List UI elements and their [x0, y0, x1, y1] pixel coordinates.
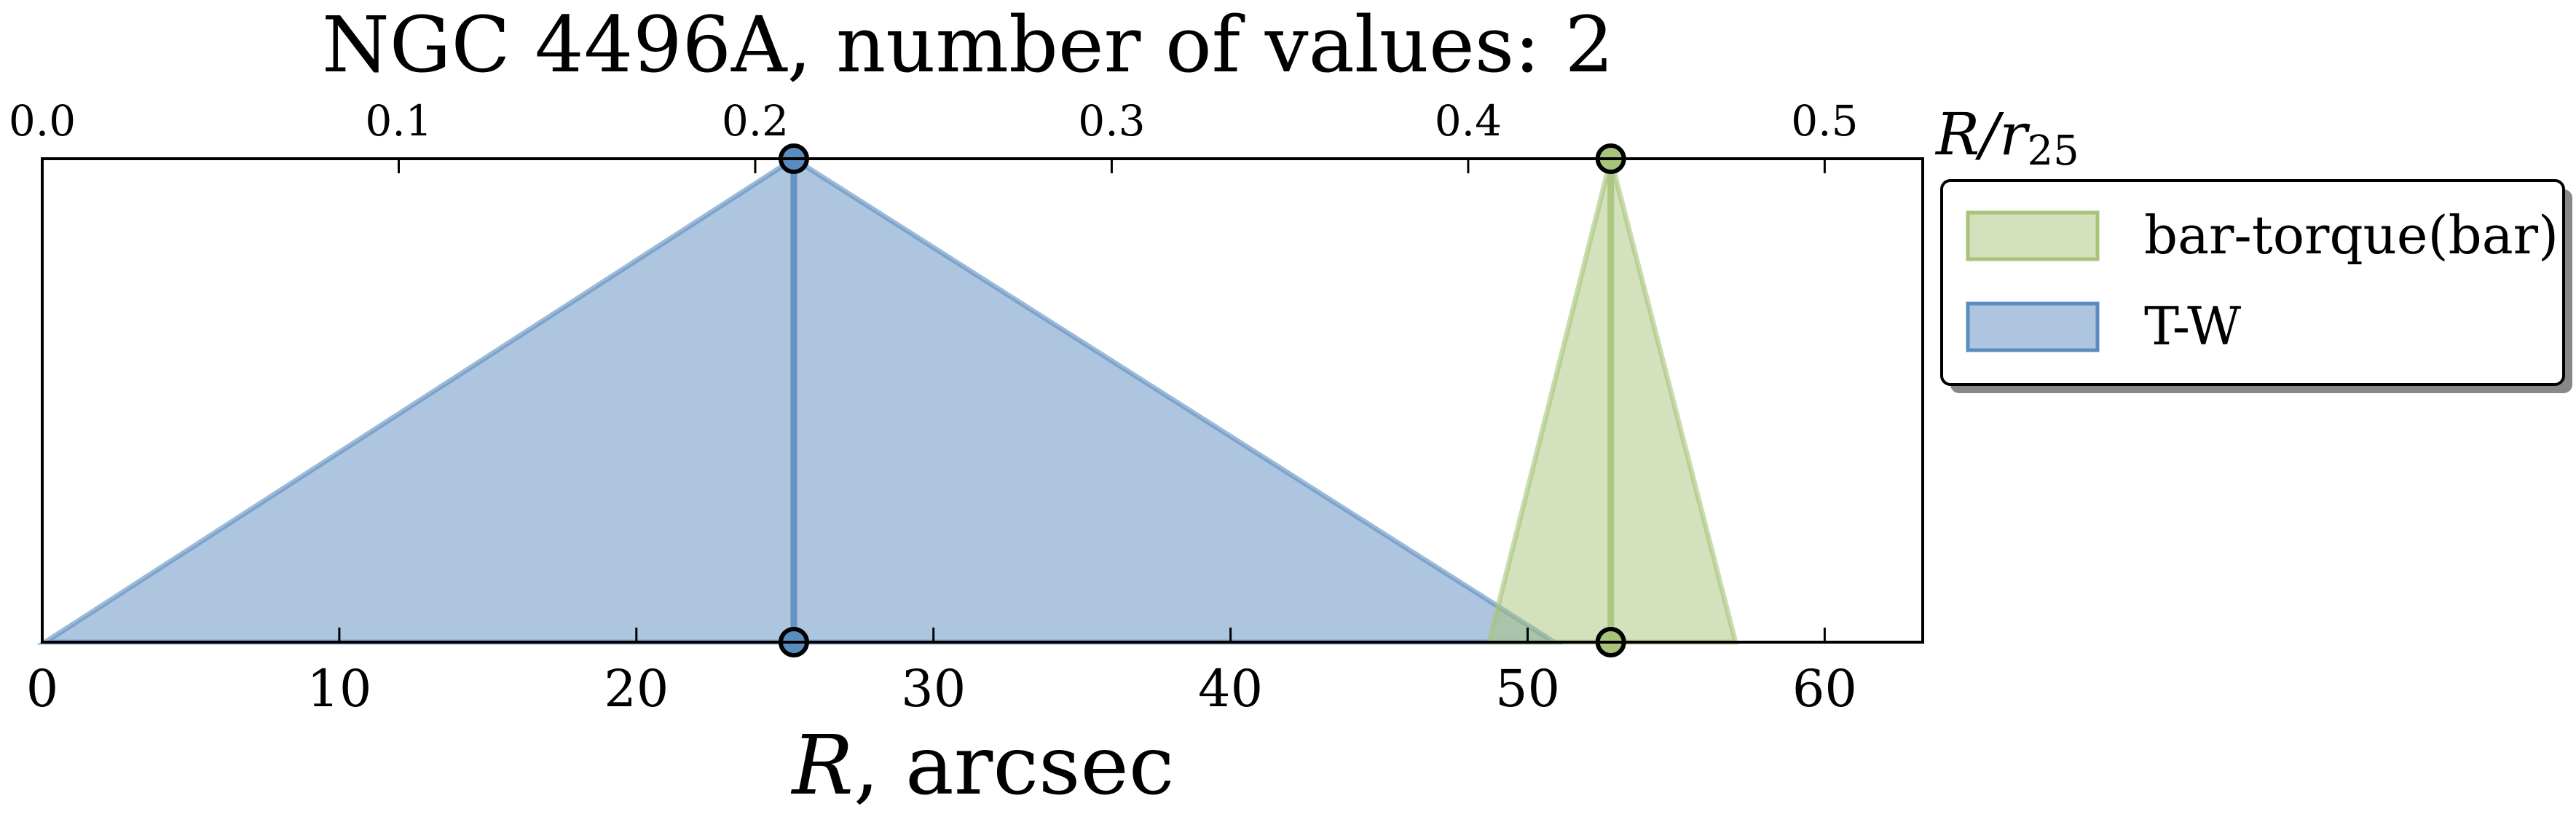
legend-swatch [1966, 301, 2100, 352]
x2-tick-label: 0.2 [722, 96, 789, 146]
x2-tick-label: 0.4 [1435, 96, 1502, 146]
legend-label: T-W [2144, 296, 2241, 357]
x2-tick-label: 0.0 [9, 96, 76, 146]
legend-swatch [1966, 210, 2100, 261]
x-axis-label: R, arcsec [790, 719, 1174, 813]
x-tick-label: 30 [901, 659, 966, 719]
x2-tick-label: 0.1 [365, 96, 432, 146]
x-tick-label: 0 [26, 659, 59, 719]
x-tick-label: 10 [307, 659, 371, 719]
chart-title: NGC 4496A, number of values: 2 [322, 0, 1614, 90]
x2-axis-label-subscript: 25 [2027, 127, 2079, 175]
x2-axis-label: R/r25 [1934, 100, 2079, 175]
x-axis-label-symbol: R [790, 719, 853, 813]
x-tick-label: 20 [604, 659, 669, 719]
x-axis-label-unit: , arcsec [854, 719, 1175, 813]
x2-tick-label: 0.3 [1078, 96, 1145, 146]
legend: bar-torque(bar) T-W [1940, 179, 2572, 393]
x-axis-top: 0.0 0.1 0.2 0.3 0.4 0.5 [9, 96, 1859, 173]
x2-axis-label-main: R/r [1934, 100, 2031, 168]
x-tick-label: 50 [1495, 659, 1560, 719]
x-tick-label: 40 [1198, 659, 1263, 719]
x-tick-label: 60 [1792, 659, 1857, 719]
legend-label: bar-torque(bar) [2144, 205, 2559, 266]
x-axis-bottom: 0 10 20 30 40 50 60 [26, 628, 1857, 719]
x2-tick-label: 0.5 [1791, 96, 1858, 146]
series-areas [36, 143, 1739, 657]
plot-frame [41, 157, 1924, 644]
area-t-w [36, 155, 1564, 645]
